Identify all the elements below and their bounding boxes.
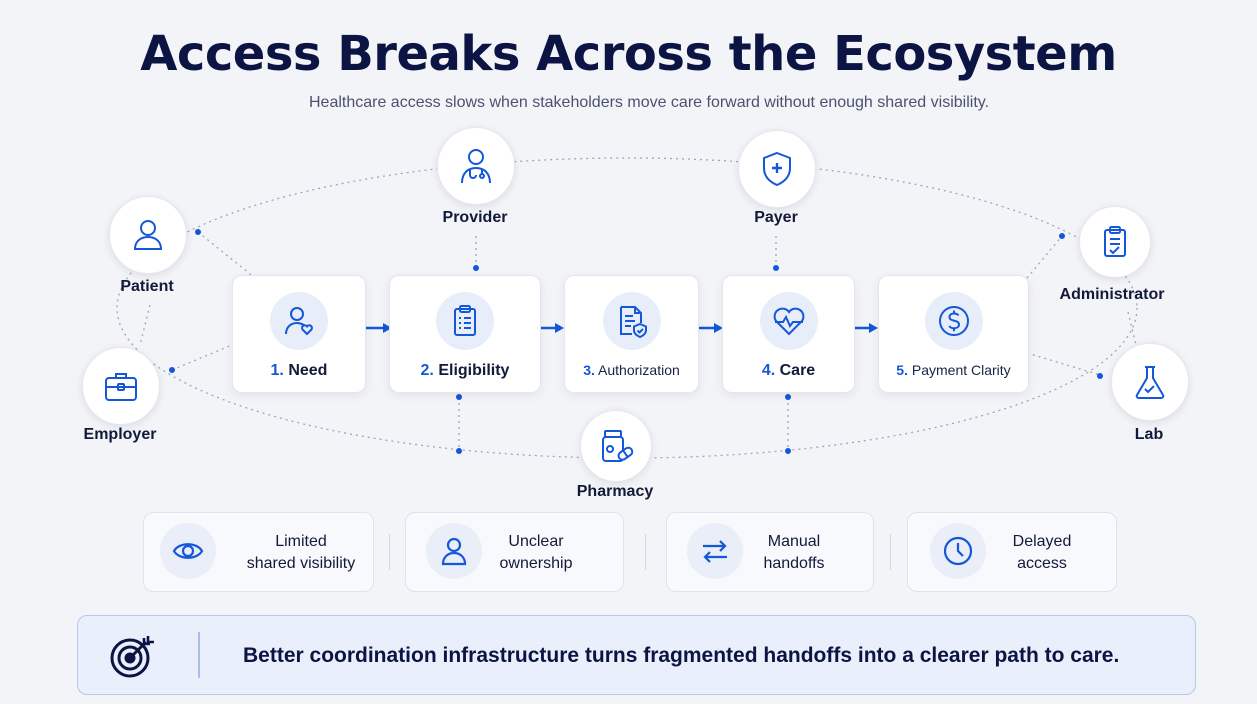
issue-card-handoffs: Manual handoffs: [666, 512, 874, 592]
employer-node: [82, 347, 160, 425]
issue-card-ownership: Unclear ownership: [405, 512, 624, 592]
issue-icon-wrap: [687, 523, 743, 579]
step-card-care: 4. Care: [722, 275, 855, 393]
lab-label: Lab: [1134, 426, 1164, 443]
issue-separator: [645, 534, 646, 570]
issue-text: Limited shared visibility: [246, 533, 356, 572]
patient-node: [109, 196, 187, 274]
step-card-need: 1. Need: [232, 275, 366, 393]
eye-icon: [172, 543, 204, 559]
administrator-label: Administrator: [1059, 286, 1165, 303]
pharmacy-label: Pharmacy: [576, 483, 654, 500]
step-icon-wrap: [602, 292, 661, 350]
page-title: Access Breaks Across the Ecosystem: [140, 26, 1117, 82]
briefcase-icon: [105, 373, 137, 401]
person-heart-icon: [133, 220, 163, 250]
document-shield-icon: [619, 306, 647, 338]
issue-text: Delayed access: [1012, 533, 1072, 572]
person-outline-icon: [441, 537, 467, 566]
patient-label: Patient: [120, 278, 174, 295]
step-card-eligibility: 2. Eligibility: [389, 275, 541, 393]
banner-divider: [198, 632, 200, 678]
issue-text: Manual handoffs: [763, 533, 825, 572]
banner-text: Better coordination infrastructure turns…: [243, 644, 1120, 667]
banner-icon-wrap: [106, 630, 158, 687]
step-icon-wrap: [270, 292, 328, 350]
heart-pulse-icon: [773, 307, 804, 336]
doctor-stethoscope-icon: [461, 149, 491, 184]
issue-separator: [890, 534, 891, 570]
issue-icon-wrap: [426, 523, 482, 579]
issue-text: Unclear ownership: [499, 533, 573, 572]
page-subtitle: Healthcare access slows when stakeholder…: [308, 94, 990, 111]
step-label: 5. Payment Clarity: [896, 362, 1011, 378]
lab-node: [1111, 343, 1189, 421]
employer-label: Employer: [83, 426, 157, 443]
provider-node: [437, 127, 515, 205]
provider-label: Provider: [442, 209, 508, 226]
issue-icon-wrap: [930, 523, 986, 579]
person-heart-icon: [285, 307, 313, 336]
step-card-authorization: 3. Authorization: [564, 275, 699, 393]
step-icon-wrap: [759, 292, 818, 350]
payer-label: Payer: [754, 209, 798, 226]
pharmacy-node: [580, 410, 652, 482]
step-card-payment-clarity: 5. Payment Clarity: [878, 275, 1029, 393]
clipboard-check-icon: [1104, 226, 1126, 257]
clipboard-list-icon: [454, 305, 476, 336]
pill-bottle-icon: [602, 430, 634, 462]
shield-plus-icon: [763, 151, 791, 187]
step-label: 4. Care: [761, 362, 816, 379]
issue-icon-wrap: [160, 523, 216, 579]
target-arrow-icon: [110, 636, 154, 678]
step-label: 2. Eligibility: [420, 362, 510, 379]
issue-card-delayed: Delayed access: [907, 512, 1117, 592]
clock-icon: [943, 536, 973, 566]
dollar-circle-icon: [938, 306, 969, 336]
swap-arrows-icon: [703, 540, 727, 563]
step-label: 3. Authorization: [583, 362, 680, 378]
step-icon-wrap: [436, 292, 494, 350]
issue-card-visibility: Limited shared visibility: [143, 512, 374, 592]
conclusion-banner: Better coordination infrastructure turns…: [77, 615, 1196, 695]
step-label: 1. Need: [270, 362, 328, 379]
flask-icon: [1135, 366, 1165, 399]
administrator-node: [1079, 206, 1151, 278]
payer-node: [738, 130, 816, 208]
step-icon-wrap: [924, 292, 983, 350]
issue-separator: [389, 534, 390, 570]
